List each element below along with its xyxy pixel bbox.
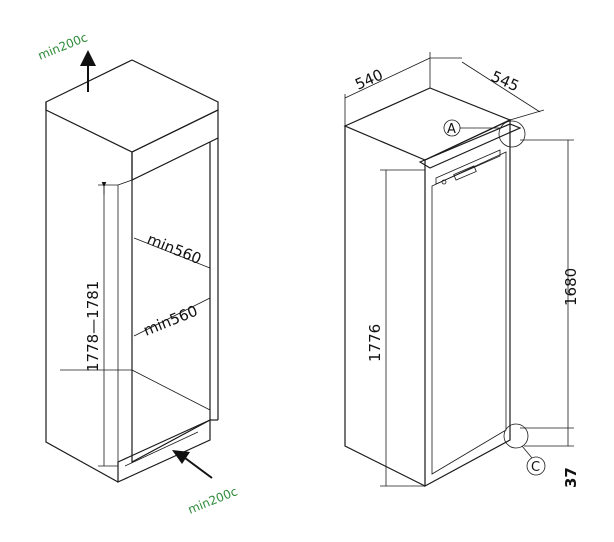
appliance-depth-label: 545 — [488, 67, 521, 95]
appliance-left-side — [344, 126, 426, 487]
niche-width-lower-label: min560 — [141, 302, 201, 340]
depth-dim-line — [461, 61, 541, 113]
width-dim-line — [344, 57, 431, 99]
appliance-plinth-label: 37 — [562, 467, 580, 488]
arrow-diagonal-icon — [172, 450, 213, 479]
niche-cabinet: 1778—1781 min560 min560 min200c min200c — [36, 30, 240, 517]
niche-height-label: 1778—1781 — [84, 281, 102, 372]
callout-c-circle — [503, 423, 529, 449]
appliance: A C 540 545 1776 1680 37 — [343, 52, 580, 488]
width-dim-lower — [133, 297, 211, 337]
appliance-height-door-label: 1680 — [562, 268, 580, 306]
bottom-clearance-label: min200c — [186, 484, 240, 517]
appliance-width-label: 540 — [352, 66, 385, 94]
niche-opening — [131, 142, 211, 464]
width-dim-upper — [133, 237, 211, 269]
top-clearance-label: min200c — [36, 30, 90, 63]
cabinet-left-side — [45, 102, 119, 483]
niche-width-upper-label: min560 — [145, 230, 205, 268]
callout-a-circle — [498, 120, 526, 148]
cornice-front — [131, 109, 219, 181]
cabinet-top — [45, 59, 219, 153]
appliance-height-total-label: 1776 — [366, 324, 384, 362]
top-bracket — [418, 123, 522, 169]
arrow-up-icon — [80, 50, 96, 92]
callout-a-label: A — [447, 122, 456, 137]
callout-c-label: C — [531, 460, 540, 475]
appliance-top — [343, 87, 512, 161]
plinth — [117, 419, 211, 483]
